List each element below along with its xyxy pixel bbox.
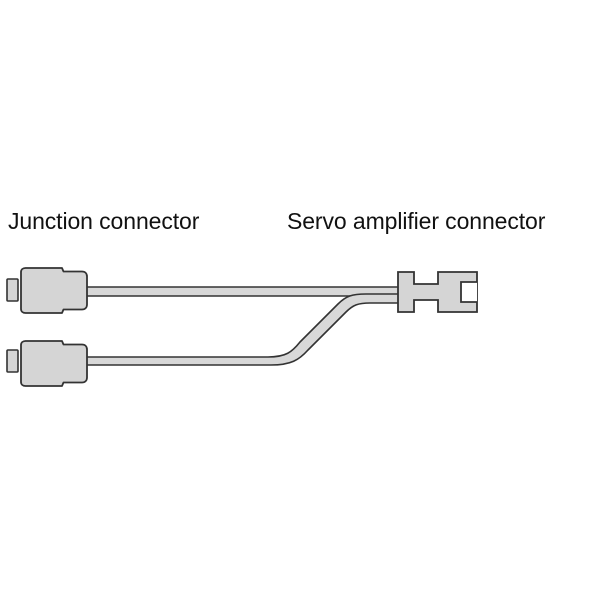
servo-amplifier-connector-body [397,271,478,313]
servo-amplifier-connector-label: Servo amplifier connector [287,208,546,234]
junction-lower-connector-body [20,340,88,387]
lower-cable [85,293,401,366]
junction-connector-label: Junction connector [8,208,200,234]
servo-amplifier-connector-keyway-notch [460,281,477,303]
junction-lower-connector-tab [6,349,19,373]
junction-upper-connector-tab [6,278,19,302]
junction-upper-connector-body [20,267,88,314]
